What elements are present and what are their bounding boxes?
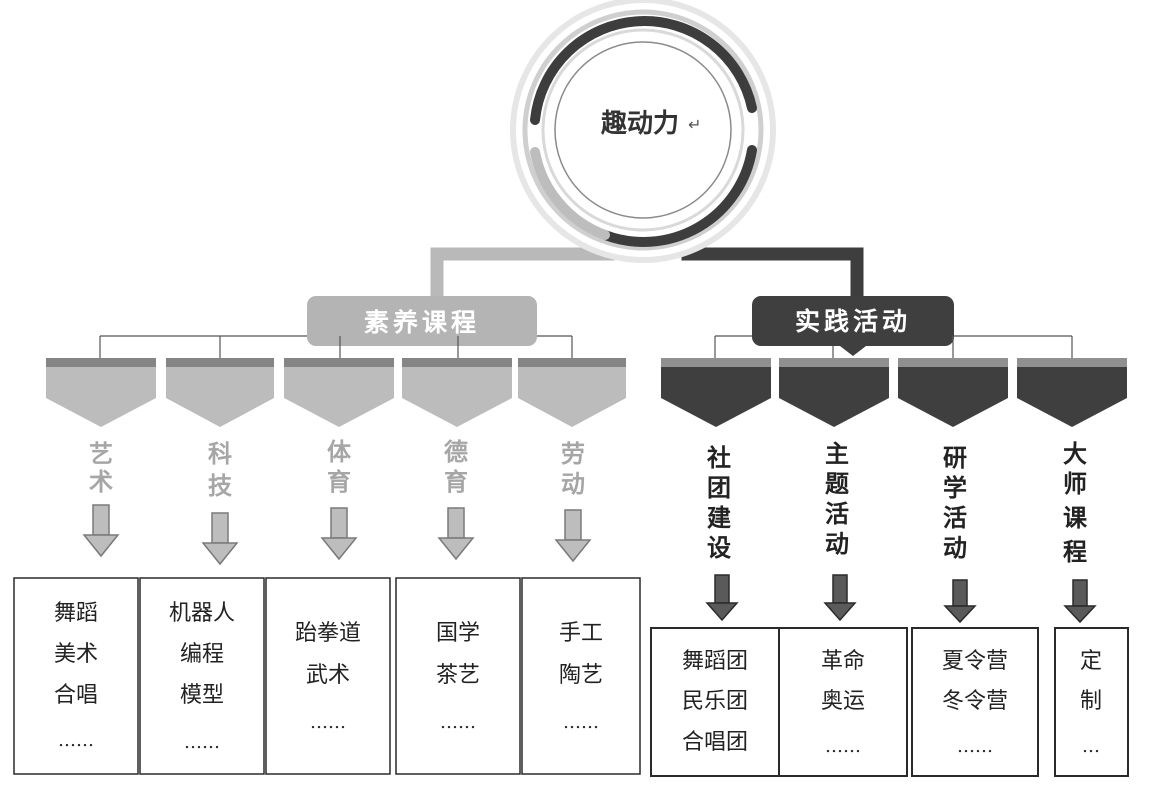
item-text: 合唱团 [682,730,748,755]
category-deyu: 德 育 [402,358,512,561]
down-arrow-icon [320,507,358,561]
item-text: 茶艺 [436,663,480,688]
item-text: …… [825,736,861,757]
return-mark-icon: ↵ [688,115,701,134]
category-label: 社 [707,444,731,472]
item-text: 夏令营 [942,649,1008,674]
hub-title: 趣动力 [600,109,679,139]
category-laodong: 劳 动 [518,358,626,563]
item-box-zhuti: 革命 奥运 …… [778,627,908,777]
category-tiyu: 体 育 [284,358,394,561]
category-label: 建 [707,504,731,532]
category-label: 设 [707,534,731,562]
category-label: 课 [1063,504,1088,532]
category-label: 技 [208,472,233,500]
down-arrow-icon [201,512,239,566]
down-arrow-icon [943,579,977,624]
item-box-dashi: 定 制 … [1054,627,1129,777]
item-text: 冬令营 [942,689,1008,714]
hub [510,0,776,263]
branch-label-shijian: 实践活动 [795,307,911,336]
category-label: 题 [825,470,849,498]
category-label: 育 [327,468,351,496]
down-arrow-icon [1063,579,1097,624]
category-label: 活 [825,500,849,528]
category-dashi: 大 师 课 程 [1017,358,1127,624]
item-text: …… [957,736,993,757]
item-box-laodong: 手工 陶艺 …… [521,577,641,775]
category-label: 劳 [561,440,585,468]
bracket-left [99,335,573,358]
category-label: 德 [444,438,468,466]
category-label: 育 [444,468,468,496]
category-label: 活 [943,504,967,532]
bracket-right [714,335,1073,358]
category-label: 师 [1063,470,1087,498]
category-label: 动 [561,470,585,498]
category-label: 主 [825,440,849,468]
down-arrow-icon [554,509,592,563]
item-text: 舞蹈团 [682,649,748,674]
item-text: 模型 [180,683,224,708]
item-text: …… [563,712,599,733]
category-keji: 科 技 [166,358,274,566]
item-text: 革命 [821,649,865,674]
item-text: 制 [1080,689,1102,714]
item-box-deyu: 国学 茶艺 …… [395,577,521,775]
item-text: 奥运 [821,689,865,714]
item-box-shetuan: 舞蹈团 民乐团 合唱团 [650,627,780,777]
item-text: …… [184,732,220,753]
branch-header-shijian [752,296,954,346]
item-text: 手工 [559,621,603,646]
category-label: 研 [943,444,967,472]
category-yanxue: 研 学 活 动 [898,358,1008,624]
down-arrow-icon [823,574,857,622]
category-label: 术 [89,468,113,496]
item-text: …… [310,712,346,733]
down-arrow-icon [82,504,120,558]
item-text: 陶艺 [559,663,603,688]
item-text: 定 [1080,649,1102,674]
down-arrow-icon [705,574,739,622]
item-text: 国学 [436,621,480,646]
item-text: 跆拳道 [295,621,361,646]
item-text: 编程 [180,642,224,667]
item-box-yanxue: 夏令营 冬令营 …… [911,627,1039,777]
down-arrow-icon [437,507,475,561]
category-zhuti: 主 题 活 动 [779,358,889,622]
item-text: 机器人 [169,601,235,626]
category-label: 大 [1063,440,1087,468]
branch-header-suyang [307,296,537,346]
category-label: 科 [208,440,232,468]
category-label: 艺 [89,440,113,468]
item-text: 美术 [54,642,98,667]
category-label: 团 [707,474,731,502]
item-text: 武术 [306,663,350,688]
category-label: 动 [825,530,849,558]
item-box-tiyu: 跆拳道 武术 …… [265,577,391,775]
category-label: 学 [943,474,967,502]
item-text: …… [58,730,94,751]
item-text: 民乐团 [682,689,748,714]
item-text: … [1082,736,1100,757]
category-label: 动 [943,534,967,562]
branch-label-suyang: 素养课程 [364,308,480,337]
category-yishu: 艺 术 [46,358,156,558]
category-label: 体 [327,438,352,466]
item-box-keji: 机器人 编程 模型 …… [139,577,265,775]
item-text: 合唱 [54,683,98,708]
item-text: 舞蹈 [54,601,98,626]
item-box-yishu: 舞蹈 美术 合唱 …… [13,577,139,775]
category-shetuan: 社 团 建 设 [661,358,771,622]
category-label: 程 [1063,538,1087,566]
item-text: …… [440,712,476,733]
